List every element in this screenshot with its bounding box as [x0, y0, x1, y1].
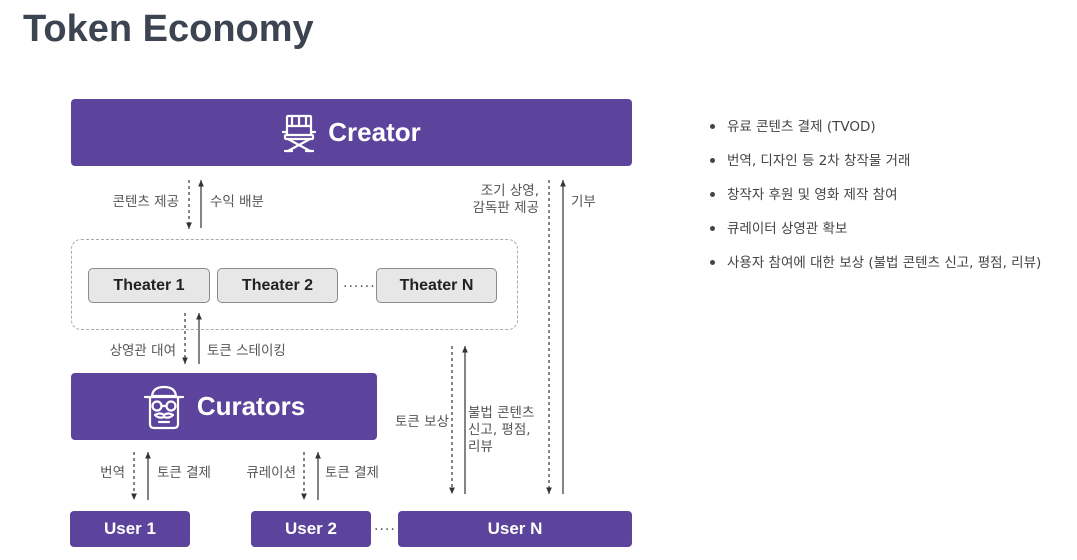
list-item: 유료 콘텐츠 결제 (TVOD) [708, 116, 1041, 150]
theater-n: Theater N [376, 268, 497, 303]
feature-list: 유료 콘텐츠 결제 (TVOD) 번역, 디자인 등 2차 창작물 거래 창작자… [708, 116, 1041, 286]
label-token-reward: 토큰 보상 [395, 414, 449, 430]
creator-label: Creator [328, 117, 421, 147]
label-director-cut: 감독판 제공 [472, 200, 539, 216]
label-report-2: 신고, 평점, [468, 422, 531, 438]
label-token-payment-2: 토큰 결제 [325, 465, 379, 481]
list-item: 사용자 참여에 대한 보상 (불법 콘텐츠 신고, 평점, 리뷰) [708, 252, 1041, 286]
user-n-box: User N [398, 511, 632, 547]
label-revenue-share: 수익 배분 [210, 194, 264, 210]
theater-2: Theater 2 [217, 268, 338, 303]
theater-1: Theater 1 [88, 268, 210, 303]
label-report-1: 불법 콘텐츠 [468, 405, 535, 421]
list-item: 큐레이터 상영관 확보 [708, 218, 1041, 252]
theater-ellipsis: ······ [343, 279, 376, 295]
theater-group [71, 239, 518, 330]
detective-icon [143, 384, 185, 430]
director-chair-icon [282, 113, 317, 153]
label-token-staking: 토큰 스테이킹 [207, 343, 286, 359]
label-content-provide: 콘텐츠 제공 [112, 194, 179, 210]
label-early-screening: 조기 상영, [480, 183, 539, 199]
label-token-payment-1: 토큰 결제 [157, 465, 211, 481]
curators-label: Curators [196, 391, 306, 421]
label-curation: 큐레이션 [246, 465, 296, 481]
label-theater-rental: 상영관 대여 [109, 343, 176, 359]
list-item: 번역, 디자인 등 2차 창작물 거래 [708, 150, 1041, 184]
label-translation: 번역 [100, 465, 125, 481]
creator-box: Creator [71, 99, 632, 166]
label-report-3: 리뷰 [468, 439, 493, 455]
user-1-box: User 1 [70, 511, 190, 547]
list-item: 창작자 후원 및 영화 제작 참여 [708, 184, 1041, 218]
page-title: Token Economy [23, 8, 314, 50]
label-donation: 기부 [571, 194, 596, 210]
curators-box: Curators [71, 373, 377, 440]
user-ellipsis: ···· [374, 522, 396, 538]
user-2-box: User 2 [251, 511, 371, 547]
